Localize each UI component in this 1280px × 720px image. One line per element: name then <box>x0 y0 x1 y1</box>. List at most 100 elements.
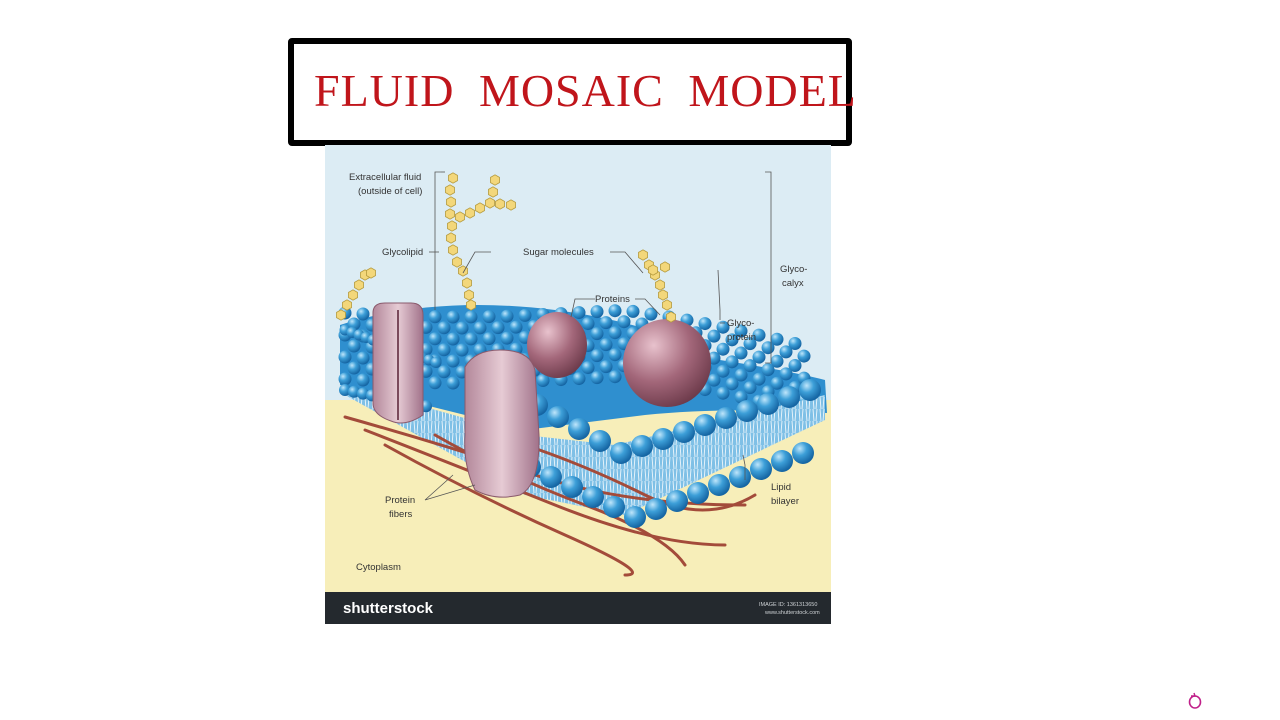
lipid-head <box>339 384 351 396</box>
sugar-bead <box>662 299 672 311</box>
lipid-head <box>608 348 622 362</box>
lipid-head <box>338 372 352 386</box>
lipid-head <box>581 361 595 375</box>
lipid-head <box>725 355 739 369</box>
lipid-head <box>357 387 369 400</box>
lipid-head <box>617 315 631 329</box>
lipid-head <box>792 442 814 464</box>
lipid-head <box>743 337 757 351</box>
lipid-head <box>590 327 604 341</box>
sugar-bead <box>452 256 462 268</box>
lipid-head <box>757 393 779 415</box>
label-glycoprotein-1: Glyco- <box>727 318 754 329</box>
lipid-head <box>581 317 595 331</box>
lipid-head <box>608 304 622 318</box>
lipid-head <box>707 329 721 343</box>
sugar-chains <box>336 172 676 323</box>
lipid-head <box>716 320 730 334</box>
sugar-bead <box>464 289 474 301</box>
lipid-head <box>500 331 514 345</box>
lipid-head <box>590 305 604 319</box>
sugar-bead <box>445 184 455 196</box>
sugar-bead <box>348 289 358 301</box>
lipid-head <box>645 498 667 520</box>
leader-lines <box>424 171 772 501</box>
stock-site: www.shutterstock.com <box>764 610 820 616</box>
lipid-head <box>540 466 562 488</box>
label-glycoprotein-2: protein <box>727 332 756 343</box>
lipid-head <box>356 351 370 365</box>
glycoprotein-globular <box>623 319 711 407</box>
lipid-head <box>509 320 523 334</box>
lipid-head <box>644 307 658 321</box>
lipid-head <box>788 358 802 372</box>
label-cytoplasm: Cytoplasm <box>356 562 401 573</box>
sugar-bead <box>447 220 457 232</box>
lipid-head <box>734 390 748 404</box>
lipid-head <box>708 474 730 496</box>
lipid-head <box>673 421 695 443</box>
lipid-head <box>589 430 611 452</box>
lipid-head <box>572 306 586 320</box>
lipid-head <box>725 333 739 347</box>
page-title: FLUID MOSAIC MODEL <box>314 65 857 116</box>
lipid-head <box>771 450 793 472</box>
sugar-bead <box>495 198 505 210</box>
lipid-head <box>348 385 360 398</box>
label-lipid-bilayer-1: Lipid <box>771 482 791 493</box>
lipid-head <box>582 486 604 508</box>
lipid-head <box>536 374 550 388</box>
title-box: FLUID MOSAIC MODEL <box>288 38 856 146</box>
lipid-head <box>464 310 478 324</box>
label-glycocalyx-1: Glyco- <box>780 264 807 275</box>
lipid-head <box>446 332 460 346</box>
lipid-head <box>338 350 352 364</box>
lipid-head <box>652 428 674 450</box>
sugar-bead <box>660 261 670 273</box>
sugar-bead <box>666 311 676 323</box>
lipid-head <box>743 381 757 395</box>
label-lipid-bilayer-2: bilayer <box>771 496 799 507</box>
lipid-head <box>716 386 730 400</box>
stock-image-id: IMAGE ID: 1361313650 <box>759 602 817 608</box>
lipid-head <box>428 332 442 346</box>
protein-peripheral <box>527 312 587 378</box>
label-glycocalyx-2: calyx <box>782 278 804 289</box>
lipid-head <box>446 354 460 368</box>
lipid-head <box>599 316 613 330</box>
lipid-head <box>788 336 802 350</box>
lipid-head <box>590 349 604 363</box>
label-proteins: Proteins <box>595 294 630 305</box>
sugar-bead <box>475 202 485 214</box>
sugar-bead <box>638 249 648 261</box>
lipid-head <box>356 373 370 387</box>
lipid-head <box>734 368 748 382</box>
lipid-head <box>626 304 640 318</box>
lipid-head <box>752 350 766 364</box>
lipid-head <box>455 343 469 357</box>
lipid-head <box>752 372 766 386</box>
lipid-head <box>599 360 613 374</box>
lipid-head <box>761 341 775 355</box>
lipid-head <box>608 370 622 384</box>
sugar-bead <box>342 299 352 311</box>
label-sugar-molecules: Sugar molecules <box>523 247 594 258</box>
lipid-head <box>729 466 751 488</box>
sugar-bead <box>466 299 476 311</box>
sugar-bead <box>446 232 456 244</box>
label-extracellular-2: (outside of cell) <box>358 186 422 197</box>
lipid-head <box>716 364 730 378</box>
refresh-icon[interactable] <box>1186 692 1204 710</box>
lipid-head <box>734 346 748 360</box>
label-glycolipid: Glycolipid <box>382 247 423 258</box>
lipid-head <box>666 490 688 512</box>
lipid-head <box>698 317 712 331</box>
lipid-head <box>347 361 361 375</box>
lipid-head <box>455 321 469 335</box>
lipid-head <box>437 343 451 357</box>
lipid-head <box>752 328 766 342</box>
label-extracellular-1: Extracellular fluid <box>349 172 421 183</box>
lipid-head <box>770 376 784 390</box>
lipid-head <box>603 496 625 518</box>
lipid-head <box>725 377 739 391</box>
